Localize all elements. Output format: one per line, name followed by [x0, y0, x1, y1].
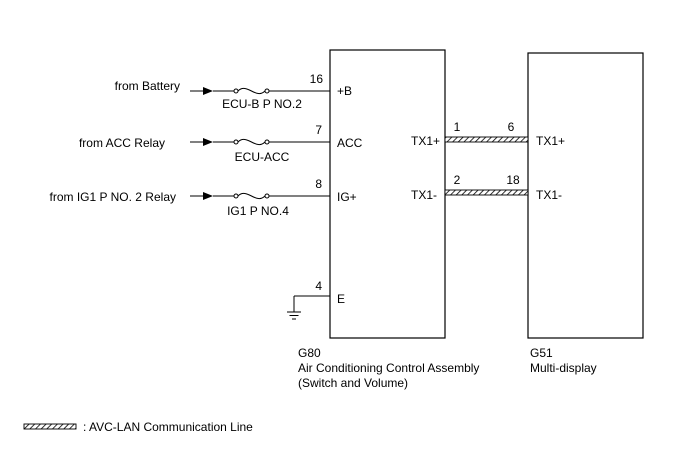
ecu-name-line2: (Switch and Volume) — [298, 376, 408, 390]
legend: : AVC-LAN Communication Line — [23, 420, 253, 434]
ecu-pin-number: 1 — [454, 120, 461, 134]
source-row-battery: from Battery ECU-B P NO.2 16 +B — [115, 72, 352, 111]
terminal-label: IG+ — [337, 190, 357, 204]
pin-number: 7 — [315, 123, 322, 137]
avc-lan-line-tx-minus: 2 18 — [444, 173, 529, 196]
display-code: G51 — [530, 346, 553, 360]
pin-number: 8 — [315, 177, 322, 191]
ground-icon — [287, 311, 301, 320]
display-tx-plus-label: TX1+ — [536, 134, 565, 148]
source-row-acc: from ACC Relay ECU-ACC 7 ACC — [79, 123, 363, 164]
avc-lan-line-tx-plus: 1 6 — [444, 120, 529, 143]
source-label: from ACC Relay — [79, 136, 165, 150]
source-label: from Battery — [115, 79, 180, 93]
fuse-icon — [237, 192, 266, 200]
fuse-icon — [237, 87, 266, 95]
fuse-label: IG1 P NO.4 — [227, 204, 289, 218]
ecu-tx-plus-label: TX1+ — [411, 134, 440, 148]
fuse-label: ECU-B P NO.2 — [222, 97, 302, 111]
ecu-code: G80 — [298, 346, 321, 360]
ground-connection: 4 E — [287, 279, 345, 320]
pin-number: 16 — [310, 72, 324, 86]
fuse-label: ECU-ACC — [235, 150, 290, 164]
display-name: Multi-display — [530, 361, 597, 375]
display-pin-number: 6 — [508, 120, 515, 134]
arrow-icon — [203, 138, 213, 146]
ecu-pin-number: 2 — [454, 173, 461, 187]
arrow-icon — [203, 192, 213, 200]
source-row-ig1: from IG1 P NO. 2 Relay IG1 P NO.4 8 IG+ — [50, 177, 357, 218]
display-box — [527, 52, 644, 339]
ecu-name-line1: Air Conditioning Control Assembly — [298, 361, 479, 375]
display-tx-minus-label: TX1- — [536, 188, 562, 202]
ecu-tx-minus-label: TX1- — [411, 188, 437, 202]
pin-number: 4 — [315, 279, 322, 293]
terminal-label: ACC — [337, 136, 363, 150]
fuse-icon — [237, 138, 266, 146]
terminal-label: E — [337, 292, 345, 306]
arrow-icon — [203, 87, 213, 95]
terminal-label: +B — [337, 84, 352, 98]
legend-label: : AVC-LAN Communication Line — [83, 420, 253, 434]
display-pin-number: 18 — [506, 173, 520, 187]
source-label: from IG1 P NO. 2 Relay — [50, 190, 177, 204]
legend-swatch — [23, 423, 77, 430]
